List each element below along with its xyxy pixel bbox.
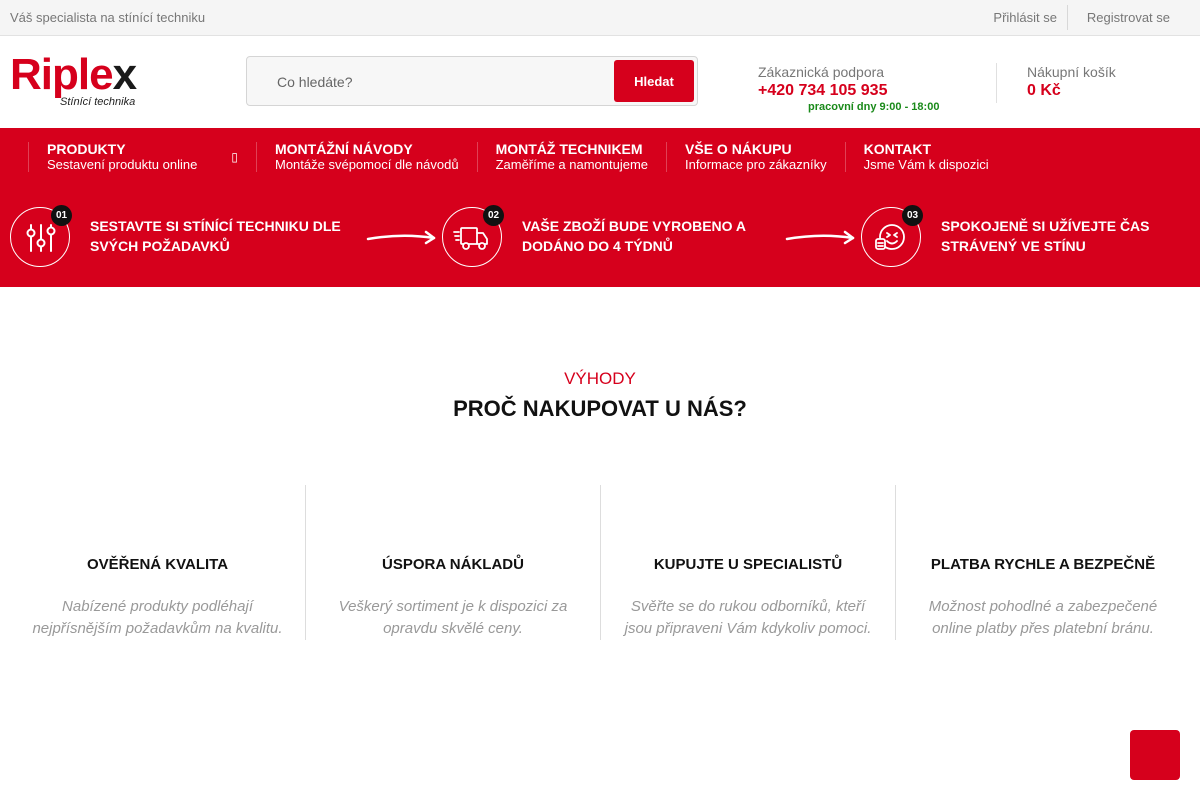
nav-item-title: MONTÁŽ TECHNIKEM bbox=[495, 141, 643, 157]
header: Riplex Stínící technika Hledat Zákaznick… bbox=[0, 36, 1200, 128]
logo-brand-main: Riple bbox=[10, 50, 114, 99]
advantage-description: Nabízené produkty podléhají nejpřísnější… bbox=[32, 598, 283, 637]
support-hours: pracovní dny 9:00 - 18:00 bbox=[808, 101, 940, 113]
nav-item-title: MONTÁŽNÍ NÁVODY bbox=[275, 141, 413, 157]
support-label: Zákaznická podpora bbox=[758, 64, 885, 80]
advantage-item: OVĚŘENÁ KVALITA Nabízené produkty podléh… bbox=[10, 485, 305, 640]
step-text: Sestavte si stínící techniku dle svých p… bbox=[90, 216, 341, 256]
step-text: Vaše zboží bude vyrobeno a dodáno do 4 t… bbox=[522, 216, 746, 256]
login-link[interactable]: Přihlásit se bbox=[993, 10, 1057, 25]
advantage-title: OVĚŘENÁ KVALITA bbox=[86, 556, 229, 573]
hero-band: PRODUKTY Sestavení produktu online ▯ MON… bbox=[0, 128, 1200, 287]
step-number: 03 bbox=[902, 205, 923, 226]
nav-item-subtitle: Jsme Vám k dispozici bbox=[863, 157, 989, 172]
step-icon-circle bbox=[10, 207, 70, 267]
logo-brand-x: x bbox=[112, 50, 138, 99]
nav-item-title: KONTAKT bbox=[863, 141, 932, 157]
step-text: Spokojeně si užívejte čas strávený ve st… bbox=[941, 216, 1150, 256]
nav-item-montazni-navody[interactable]: MONTÁŽNÍ NÁVODY Montáže svépomocí dle ná… bbox=[256, 142, 477, 172]
advantage-item: PLATBA RYCHLE A BEZPEČNĚ Možnost pohodln… bbox=[895, 485, 1190, 640]
advantage-item: KUPUJTE U SPECIALISTŮ Svěřte se do rukou… bbox=[600, 485, 895, 640]
tagline: Váš specialista na stínící techniku bbox=[10, 10, 206, 25]
dropdown-icon: ▯ bbox=[231, 150, 238, 164]
logo-brand: Riplex bbox=[10, 50, 138, 100]
search-input[interactable] bbox=[277, 69, 597, 95]
sliders-icon bbox=[26, 224, 56, 252]
topbar-divider bbox=[1067, 5, 1068, 30]
step-icon-circle bbox=[442, 207, 502, 267]
support-phone[interactable]: +420 734 105 935 bbox=[758, 82, 888, 99]
advantage-description: Svěřte se do rukou odborníků, kteří jsou… bbox=[624, 598, 872, 637]
search-button[interactable]: Hledat bbox=[614, 60, 694, 102]
step-icon-circle bbox=[861, 207, 921, 267]
cart-label: Nákupní košík bbox=[1027, 64, 1116, 80]
advantage-title: PLATBA RYCHLE A BEZPEČNĚ bbox=[930, 556, 1156, 573]
step-text-line: Sestavte si stínící techniku dle bbox=[90, 218, 341, 234]
logo[interactable]: Riplex Stínící technika bbox=[10, 50, 150, 110]
cart-total: 0 Kč bbox=[1027, 82, 1061, 99]
step-text-line: svých požadavků bbox=[90, 238, 230, 254]
section-heading: PROČ NAKUPOVAT U NÁS? bbox=[453, 396, 747, 421]
main-nav: PRODUKTY Sestavení produktu online ▯ MON… bbox=[28, 142, 1007, 172]
nav-item-subtitle: Informace pro zákazníky bbox=[685, 157, 827, 172]
advantage-description: Možnost pohodlné a zabezpečené online pl… bbox=[928, 598, 1158, 637]
nav-item-subtitle: Zaměříme a namontujeme bbox=[495, 157, 649, 172]
process-step: 01 Sestavte si stínící techniku dle svýc… bbox=[10, 205, 360, 267]
arrow-right-icon bbox=[785, 230, 855, 245]
logo-subtitle: Stínící technika bbox=[60, 96, 136, 108]
step-text-line: Vaše zboží bude vyrobeno a bbox=[522, 218, 747, 234]
nav-item-produkty[interactable]: PRODUKTY Sestavení produktu online ▯ bbox=[28, 142, 256, 172]
nav-item-kontakt[interactable]: KONTAKT Jsme Vám k dispozici bbox=[844, 141, 1007, 172]
nav-item-vse-o-nakupu[interactable]: VŠE O NÁKUPU Informace pro zákazníky bbox=[666, 142, 845, 172]
advantage-item: ÚSPORA NÁKLADŮ Veškerý sortiment je k di… bbox=[305, 485, 600, 640]
step-text-line: dodáno do 4 týdnů bbox=[522, 238, 673, 254]
arrow-right-icon bbox=[366, 230, 436, 245]
advantages-list: OVĚŘENÁ KVALITA Nabízené produkty podléh… bbox=[10, 485, 1190, 640]
nav-item-title: PRODUKTY bbox=[47, 141, 126, 157]
top-bar: Váš specialista na stínící techniku Přih… bbox=[0, 0, 1200, 36]
scroll-to-top-button[interactable] bbox=[1130, 730, 1180, 780]
happy-face-icon bbox=[875, 224, 905, 250]
delivery-truck-icon bbox=[453, 227, 488, 250]
customer-support: Zákaznická podpora +420 734 105 935 prac… bbox=[758, 64, 958, 113]
header-divider bbox=[996, 63, 997, 103]
step-text-line: Spokojeně si užívejte čas bbox=[941, 218, 1150, 234]
section-kicker: VÝHODY bbox=[564, 369, 636, 388]
process-step: 02 Vaše zboží bude vyrobeno a dodáno do … bbox=[442, 205, 782, 267]
process-steps: 01 Sestavte si stínící techniku dle svýc… bbox=[0, 205, 1200, 267]
shopping-cart[interactable]: Nákupní košík 0 Kč bbox=[1027, 64, 1187, 100]
nav-item-montaz-technikem[interactable]: MONTÁŽ TECHNIKEM Zaměříme a namontujeme bbox=[476, 141, 666, 172]
step-text-line: strávený ve stínu bbox=[941, 238, 1086, 254]
nav-item-subtitle: Sestavení produktu online bbox=[47, 157, 198, 172]
nav-item-title: VŠE O NÁKUPU bbox=[685, 141, 792, 157]
nav-item-subtitle: Montáže svépomocí dle návodů bbox=[275, 157, 459, 172]
advantage-title: KUPUJTE U SPECIALISTŮ bbox=[653, 556, 843, 573]
register-link[interactable]: Registrovat se bbox=[1086, 10, 1170, 25]
advantage-title: ÚSPORA NÁKLADŮ bbox=[382, 556, 524, 573]
step-number: 01 bbox=[51, 205, 72, 226]
search-box: Hledat bbox=[246, 56, 698, 106]
step-number: 02 bbox=[483, 205, 504, 226]
process-step: 03 Spokojeně si užívejte čas strávený ve… bbox=[861, 205, 1191, 267]
advantage-description: Veškerý sortiment je k dispozici za opra… bbox=[338, 598, 568, 637]
